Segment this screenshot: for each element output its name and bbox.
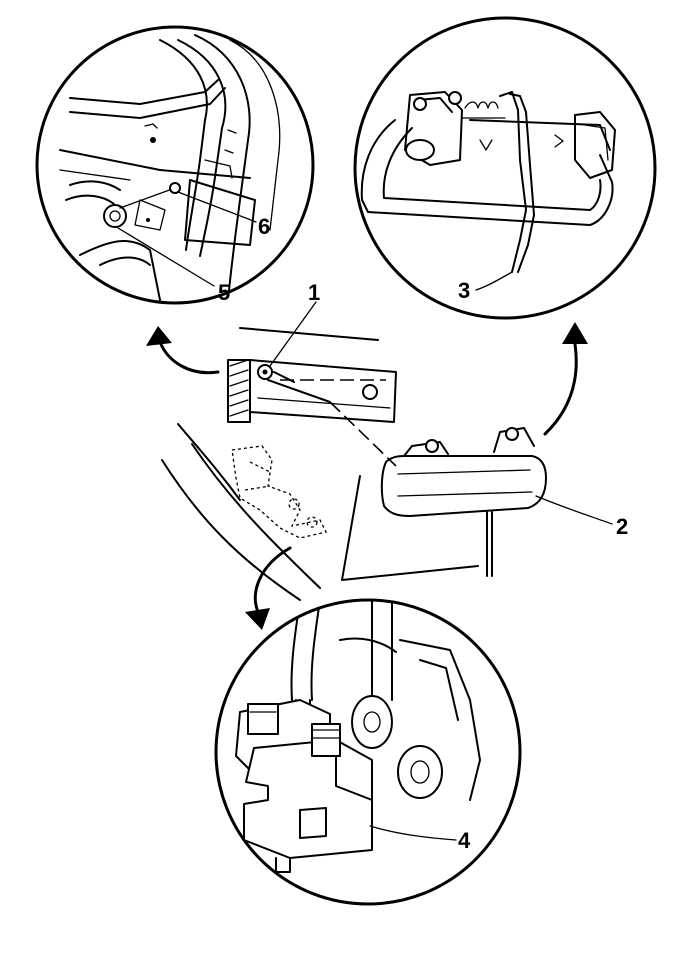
detail-circle-handle-rod [353,16,657,320]
callout-1: 1 [308,280,320,305]
callout-5: 5 [218,280,230,305]
arrow-to-top-right-detail [543,322,588,436]
leader-1 [269,301,317,367]
callout-3: 3 [458,278,470,303]
leader-3 [475,271,513,291]
detail-circle-rod-clip [214,598,522,906]
callout-6: 6 [258,214,270,239]
leader-6 [177,191,257,223]
callout-2: 2 [616,514,628,539]
door-handle-assembly [380,427,547,577]
leader-lines [117,191,613,841]
leader-2 [535,495,613,525]
arrow-to-top-left-detail [146,326,220,375]
detail-circle-fasteners [35,25,315,305]
callout-4: 4 [458,828,471,853]
door-panel-overview [161,327,479,601]
leader-5 [117,227,215,287]
arrow-to-bottom-detail [245,546,292,630]
leader-4 [369,825,457,841]
